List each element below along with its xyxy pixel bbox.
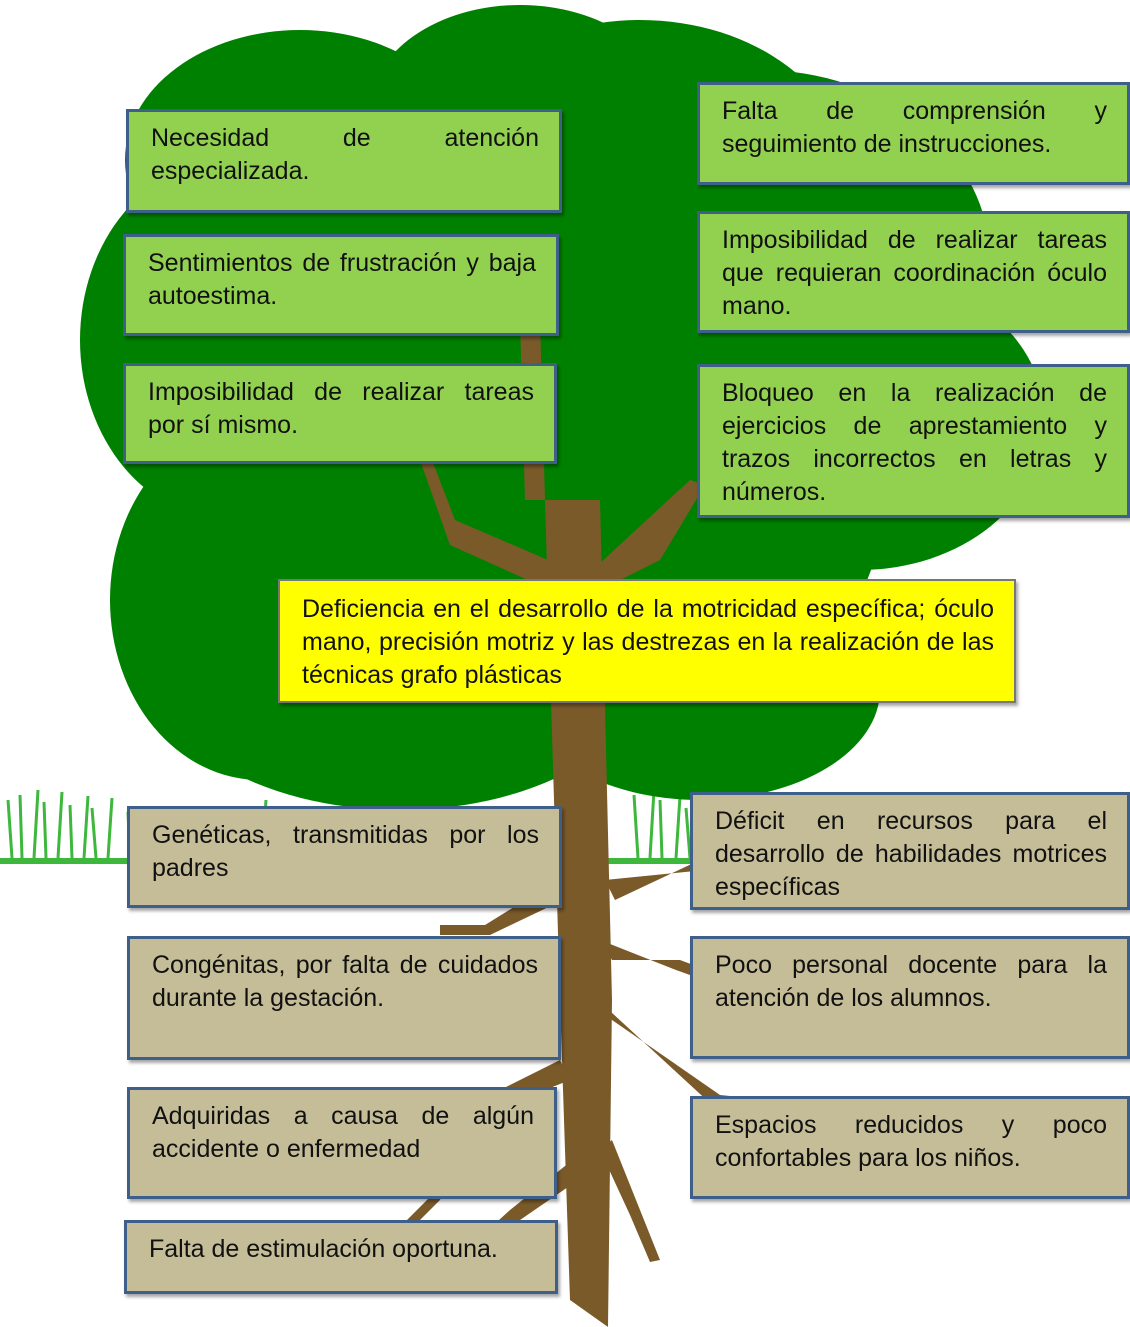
cause-text: Espacios reducidos y poco confortables p… <box>715 1111 1107 1172</box>
cause-box: Poco personal docente para la atención d… <box>690 936 1130 1059</box>
cause-box: Déficit en recursos para el desarrollo d… <box>690 792 1130 910</box>
effect-text: Bloqueo en la realización de ejercicios … <box>722 379 1107 506</box>
cause-text: Falta de estimulación oportuna. <box>149 1235 498 1263</box>
cause-text: Adquiridas a causa de algún accidente o … <box>152 1102 534 1163</box>
effect-text: Imposibilidad de realizar tareas por sí … <box>148 378 534 439</box>
cause-text: Congénitas, por falta de cuidados durant… <box>152 951 538 1012</box>
cause-box: Espacios reducidos y poco confortables p… <box>690 1096 1130 1199</box>
effect-box: Bloqueo en la realización de ejercicios … <box>697 364 1130 518</box>
effect-box: Sentimientos de frustración y baja autoe… <box>123 234 559 336</box>
cause-text: Poco personal docente para la atención d… <box>715 951 1107 1012</box>
effect-box: Imposibilidad de realizar tareas que req… <box>697 211 1130 333</box>
central-problem-box: Deficiencia en el desarrollo de la motri… <box>278 579 1016 703</box>
cause-box: Congénitas, por falta de cuidados durant… <box>127 936 561 1060</box>
effect-box: Falta de comprensión y seguimiento de in… <box>697 82 1130 185</box>
cause-box: Adquiridas a causa de algún accidente o … <box>127 1087 557 1199</box>
effect-text: Sentimientos de frustración y baja autoe… <box>148 249 536 310</box>
cause-box: Genéticas, transmitidas por los padres <box>127 806 562 908</box>
cause-text: Déficit en recursos para el desarrollo d… <box>715 807 1107 901</box>
central-problem-text: Deficiencia en el desarrollo de la motri… <box>302 595 994 689</box>
tree-trunk-roots <box>380 320 760 1327</box>
cause-text: Genéticas, transmitidas por los padres <box>152 821 539 882</box>
effect-text: Falta de comprensión y seguimiento de in… <box>722 97 1107 158</box>
effect-text: Necesidad de atención especializada. <box>151 124 539 185</box>
effect-box: Imposibilidad de realizar tareas por sí … <box>123 363 557 464</box>
effect-text: Imposibilidad de realizar tareas que req… <box>722 226 1107 320</box>
effect-box: Necesidad de atención especializada. <box>126 109 562 213</box>
cause-box: Falta de estimulación oportuna. <box>124 1220 558 1294</box>
